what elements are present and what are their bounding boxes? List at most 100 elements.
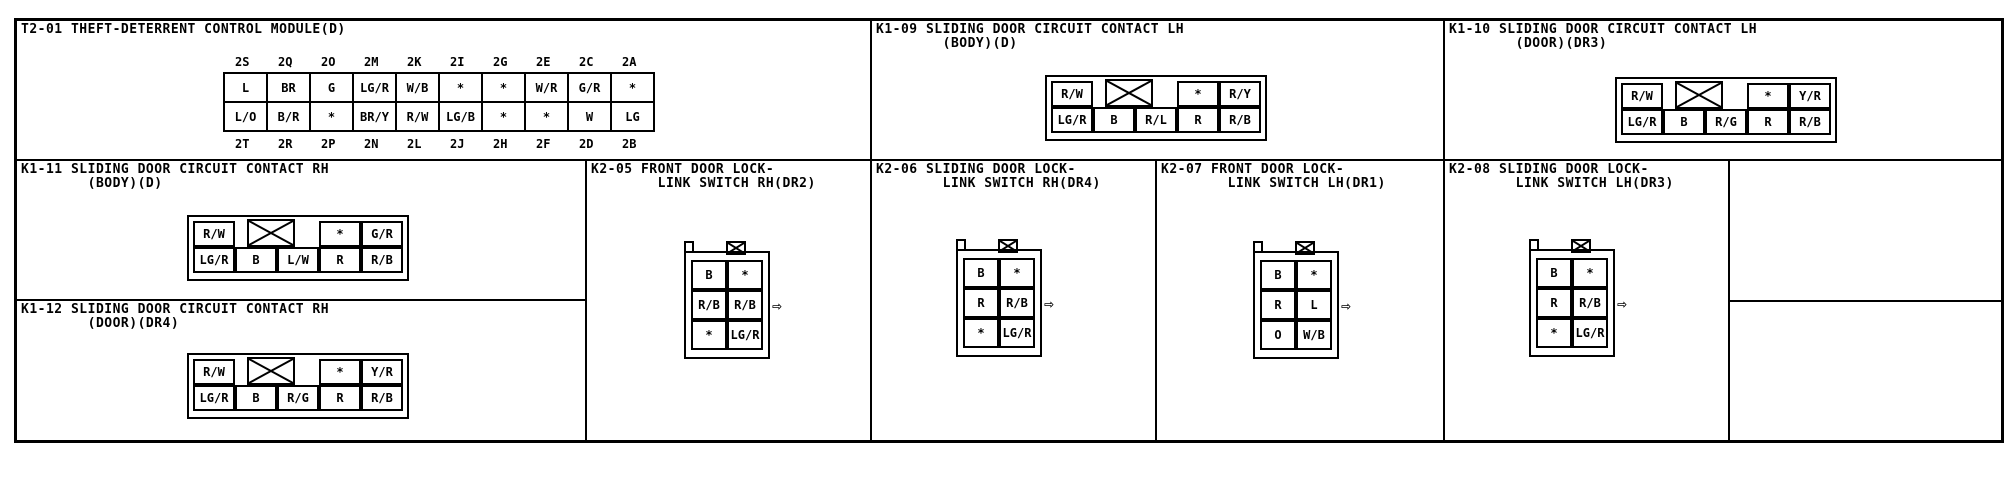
pin-label: 2D xyxy=(579,137,594,151)
pin-cell: R/G xyxy=(1705,109,1747,135)
latch-tab xyxy=(956,239,966,251)
connector-title: K1-10 SLIDING DOOR CIRCUIT CONTACT LH (D… xyxy=(1449,22,1758,51)
pin-cell: LG xyxy=(610,101,655,132)
pin-cell: R/B xyxy=(691,290,727,320)
pin-cell: LG/R xyxy=(1051,107,1093,133)
pin-cell: G xyxy=(309,72,354,103)
pin-cell: R xyxy=(319,247,361,273)
arrow-right-icon: ⇨ xyxy=(1617,294,1627,313)
pin-cell: * xyxy=(319,359,361,385)
connector-title: K2-06 SLIDING DOOR LOCK- LINK SWITCH RH(… xyxy=(876,162,1101,191)
pin-cell: Y/R xyxy=(1789,83,1831,109)
pin-cell: * xyxy=(481,101,526,132)
pin-label: 2B xyxy=(622,137,637,151)
pin-cell: BR/Y xyxy=(352,101,397,132)
pin-cell: R/Y xyxy=(1219,81,1261,107)
connector-title: K2-08 SLIDING DOOR LOCK- LINK SWITCH LH(… xyxy=(1449,162,1674,191)
pin-cell: LG/R xyxy=(193,247,235,273)
latch-tab xyxy=(1253,241,1263,253)
diagram-frame: T2-01 THEFT-DETERRENT CONTROL MODULE(D) … xyxy=(14,18,2004,443)
arrow-right-icon: ⇨ xyxy=(772,296,782,315)
cell-t2-01: T2-01 THEFT-DETERRENT CONTROL MODULE(D) … xyxy=(17,21,872,161)
pin-cell: R xyxy=(1536,288,1572,318)
pin-cell: R/L xyxy=(1135,107,1177,133)
pin-cell: * xyxy=(438,72,483,103)
pin-label: 2K xyxy=(407,55,422,69)
pin-cell: R/B xyxy=(1572,288,1608,318)
pin-cell: B xyxy=(691,260,727,290)
pin-cell: LG/B xyxy=(438,101,483,132)
pin-cell: LG/R xyxy=(727,320,763,350)
cell-k1-12: K1-12 SLIDING DOOR CIRCUIT CONTACT RH (D… xyxy=(17,301,587,443)
pin-cell: * xyxy=(1177,81,1219,107)
pin-cell: BR xyxy=(266,72,311,103)
pin-cell: B xyxy=(235,247,277,273)
cell-k2-08: K2-08 SLIDING DOOR LOCK- LINK SWITCH LH(… xyxy=(1445,161,1730,443)
pin-label: 2G xyxy=(493,55,508,69)
pin-label: 2T xyxy=(235,137,250,151)
pin-cell: LG/R xyxy=(1572,318,1608,348)
pin-cell: B xyxy=(235,385,277,411)
pin-label: 2L xyxy=(407,137,422,151)
pin-cell: R/W xyxy=(395,101,440,132)
cross-box-icon xyxy=(726,241,746,255)
pin-cell: O xyxy=(1260,320,1296,350)
pin-cell: * xyxy=(309,101,354,132)
connector-housing xyxy=(187,215,409,281)
pin-cell: R xyxy=(1260,290,1296,320)
pin-label: 2O xyxy=(321,55,336,69)
connector-title: K2-07 FRONT DOOR LOCK- LINK SWITCH LH(DR… xyxy=(1161,162,1386,191)
pin-label: 2P xyxy=(321,137,336,151)
pin-label: 2Q xyxy=(278,55,293,69)
pin-cell: * xyxy=(999,258,1035,288)
pin-cell: * xyxy=(1296,260,1332,290)
latch-tab xyxy=(684,241,694,253)
cell-k1-10: K1-10 SLIDING DOOR CIRCUIT CONTACT LH (D… xyxy=(1445,21,2004,161)
pin-cell: R/G xyxy=(277,385,319,411)
pin-label: 2C xyxy=(579,55,594,69)
pin-cell: R/W xyxy=(193,221,235,247)
cross-box-icon xyxy=(1571,239,1591,253)
pin-label: 2A xyxy=(622,55,637,69)
connector-housing xyxy=(1045,75,1267,141)
pin-cell: W/B xyxy=(395,72,440,103)
pin-cell: * xyxy=(610,72,655,103)
pin-cell: W/B xyxy=(1296,320,1332,350)
pin-cell: * xyxy=(963,318,999,348)
cell-k2-05: K2-05 FRONT DOOR LOCK- LINK SWITCH RH(DR… xyxy=(587,161,872,443)
pin-label: 2F xyxy=(536,137,551,151)
pin-cell: B/R xyxy=(266,101,311,132)
pin-cell: Y/R xyxy=(361,359,403,385)
pin-label: 2H xyxy=(493,137,508,151)
cross-box-icon xyxy=(1105,79,1153,107)
connector-title: K2-05 FRONT DOOR LOCK- LINK SWITCH RH(DR… xyxy=(591,162,816,191)
cell-k1-09: K1-09 SLIDING DOOR CIRCUIT CONTACT LH (B… xyxy=(872,21,1445,161)
pin-cell: W/R xyxy=(524,72,569,103)
pin-cell: B xyxy=(1663,109,1705,135)
cell-k2-06: K2-06 SLIDING DOOR LOCK- LINK SWITCH RH(… xyxy=(872,161,1157,443)
pin-label: 2R xyxy=(278,137,293,151)
pin-cell: * xyxy=(691,320,727,350)
connector-title: K1-12 SLIDING DOOR CIRCUIT CONTACT RH (D… xyxy=(21,302,330,331)
cell-k1-11: K1-11 SLIDING DOOR CIRCUIT CONTACT RH (B… xyxy=(17,161,587,301)
pin-cell: L/W xyxy=(277,247,319,273)
pin-cell: R/B xyxy=(1219,107,1261,133)
connector-title: K1-09 SLIDING DOOR CIRCUIT CONTACT LH (B… xyxy=(876,22,1185,51)
latch-tab xyxy=(1529,239,1539,251)
cross-box-icon xyxy=(247,219,295,247)
pin-cell: L/O xyxy=(223,101,268,132)
pin-cell: R xyxy=(319,385,361,411)
pin-cell: * xyxy=(524,101,569,132)
pin-cell: * xyxy=(1536,318,1572,348)
pin-cell: LG/R xyxy=(193,385,235,411)
connector-housing xyxy=(1615,77,1837,143)
pin-cell: R/B xyxy=(999,288,1035,318)
pin-label: 2N xyxy=(364,137,379,151)
pin-label: 2M xyxy=(364,55,379,69)
pin-cell: W xyxy=(567,101,612,132)
pin-cell: R xyxy=(1747,109,1789,135)
pin-cell: R/B xyxy=(361,385,403,411)
connector-housing xyxy=(187,353,409,419)
pin-label: 2E xyxy=(536,55,551,69)
pin-cell: R/B xyxy=(727,290,763,320)
